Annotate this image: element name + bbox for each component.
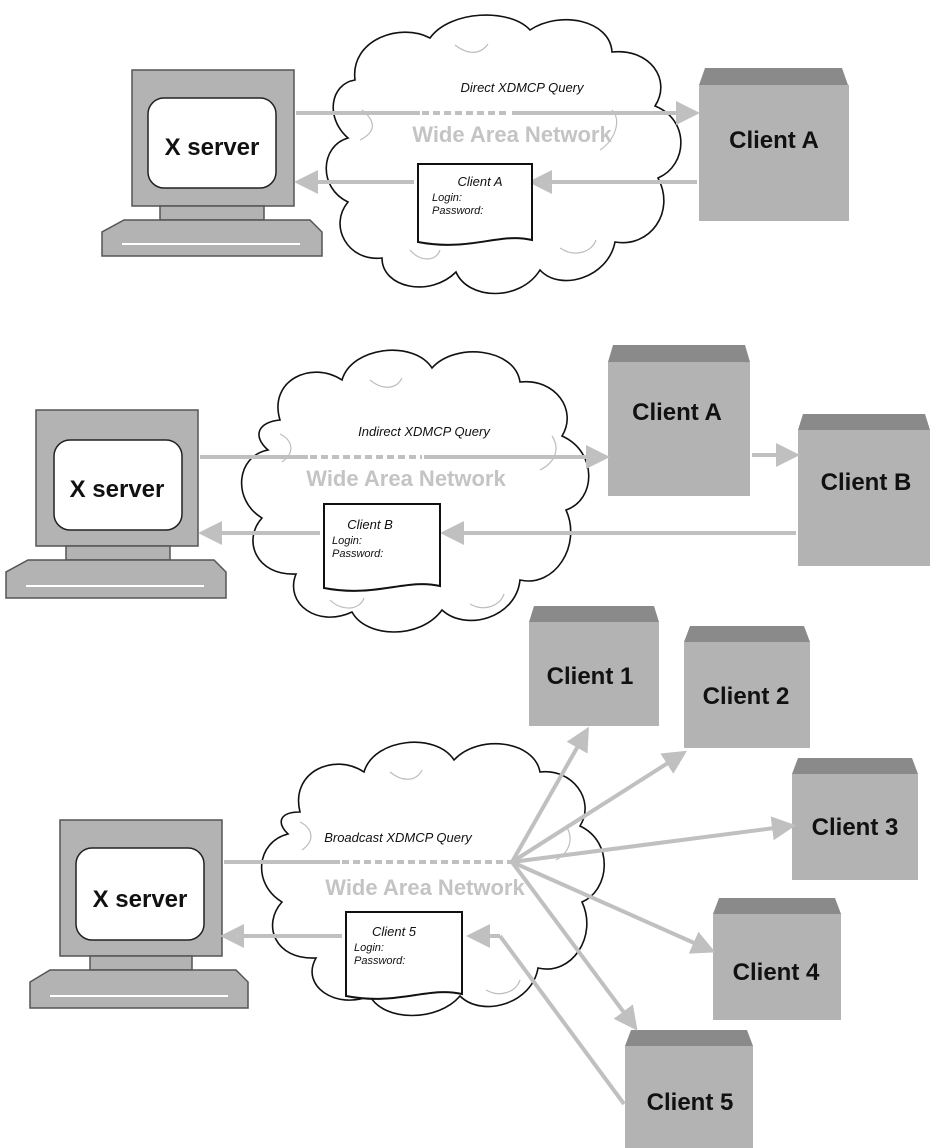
query-label: Broadcast XDMCP Query [324, 830, 473, 845]
client-box-2: Client 2 [684, 626, 810, 748]
panel-broadcast: X server Client 1 Client 2 Client 3 Clie… [29, 606, 918, 1148]
x-server-label: X server [70, 476, 165, 503]
client-label: Client 2 [703, 683, 790, 710]
password-field: Password: [354, 955, 405, 967]
login-field: Login: [354, 942, 384, 954]
client-label: Client A [729, 127, 819, 154]
password-field: Password: [432, 205, 483, 217]
x-server-label: X server [93, 886, 188, 913]
login-field: Login: [432, 192, 462, 204]
client-label: Client A [632, 399, 722, 426]
wan-cloud [240, 349, 590, 633]
network-label: Wide Area Network [412, 122, 612, 147]
password-field: Password: [332, 548, 383, 560]
x-server-label: X server [165, 134, 260, 161]
x-server-computer: X server [29, 819, 249, 1009]
x-server-computer: X server [101, 69, 323, 257]
login-prompt: Client A Login: Password: [417, 163, 533, 246]
client-box: Client A [699, 68, 849, 221]
client-label: Client 5 [647, 1089, 734, 1116]
wan-cloud [325, 14, 682, 295]
client-box-b: Client B [798, 414, 930, 566]
client-box-1: Client 1 [529, 606, 659, 726]
query-label: Direct XDMCP Query [460, 80, 585, 95]
x-server-computer: X server [5, 409, 227, 599]
query-label: Indirect XDMCP Query [358, 424, 491, 439]
client-box-3: Client 3 [792, 758, 918, 880]
client-box-5: Client 5 [625, 1030, 753, 1148]
login-prompt: Client B Login: Password: [323, 503, 441, 592]
login-prompt-title: Client A [457, 174, 502, 189]
client-label: Client 4 [733, 959, 820, 986]
panel-indirect: X server Client A Client B Indirect XDMC… [5, 345, 930, 633]
client-label: Client 3 [812, 814, 899, 841]
login-field: Login: [332, 535, 362, 547]
network-label: Wide Area Network [306, 466, 506, 491]
login-prompt: Client 5 Login: Password: [345, 911, 463, 1000]
client-label: Client 1 [547, 663, 634, 690]
login-prompt-title: Client B [347, 517, 393, 532]
client-label: Client B [821, 469, 912, 496]
login-prompt-title: Client 5 [372, 924, 417, 939]
network-label: Wide Area Network [325, 875, 525, 900]
client-box-a: Client A [608, 345, 750, 496]
panel-direct: X server Client A Direct XDMCP Query Wid… [101, 14, 849, 295]
client-box-4: Client 4 [713, 898, 841, 1020]
